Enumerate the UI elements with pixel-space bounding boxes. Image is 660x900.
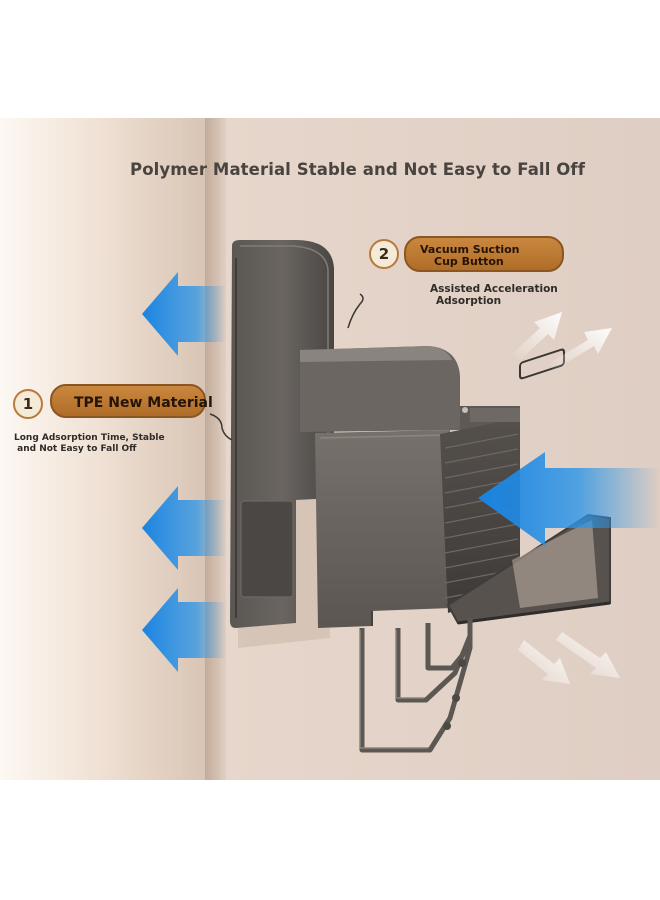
blue-arrow-icon [142,588,226,672]
feature-2-title-line1: Vacuum Suction [420,243,520,256]
blue-arrow-icon [142,486,226,570]
feature-1-desc-line2: and Not Easy to Fall Off [14,444,137,454]
left-arrows [142,272,226,672]
suction-panel [230,240,334,628]
white-arrow-icon [518,640,570,684]
product-scene [0,118,660,780]
hook-highlights [359,630,428,749]
blue-arrow-icon [478,452,660,546]
feature-1-desc-line1: Long Adsorption Time, Stable [14,433,165,443]
feature-2-description: Assisted Acceleration Adsorption [430,283,558,307]
feature-2-number-badge: 2 [369,239,399,269]
feature-2-title-pill: Vacuum Suction Cup Button [404,236,564,272]
housing-front [315,408,520,628]
headline: Polymer Material Stable and Not Easy to … [130,160,585,179]
white-arrow-icon [548,328,612,370]
feature-1-title-pill: TPE New Material [50,384,213,418]
feature-1-description: Long Adsorption Time, Stable and Not Eas… [14,433,165,455]
feature-2-desc-line1: Assisted Acceleration [430,283,558,295]
white-arrow-icon [556,632,620,678]
white-arrows [512,312,620,684]
leader-line [347,293,364,329]
hook-joints [443,659,466,730]
feature-1-number-badge: 1 [13,389,43,419]
wall-corner [205,118,227,780]
leader-line [209,413,233,441]
blue-arrow-icon [142,272,226,356]
white-arrow-icon [512,312,562,360]
feature-2-desc-line2: Adsorption [436,295,502,307]
tray [446,348,611,625]
feature-2-title-line2: Cup Button [434,255,504,268]
